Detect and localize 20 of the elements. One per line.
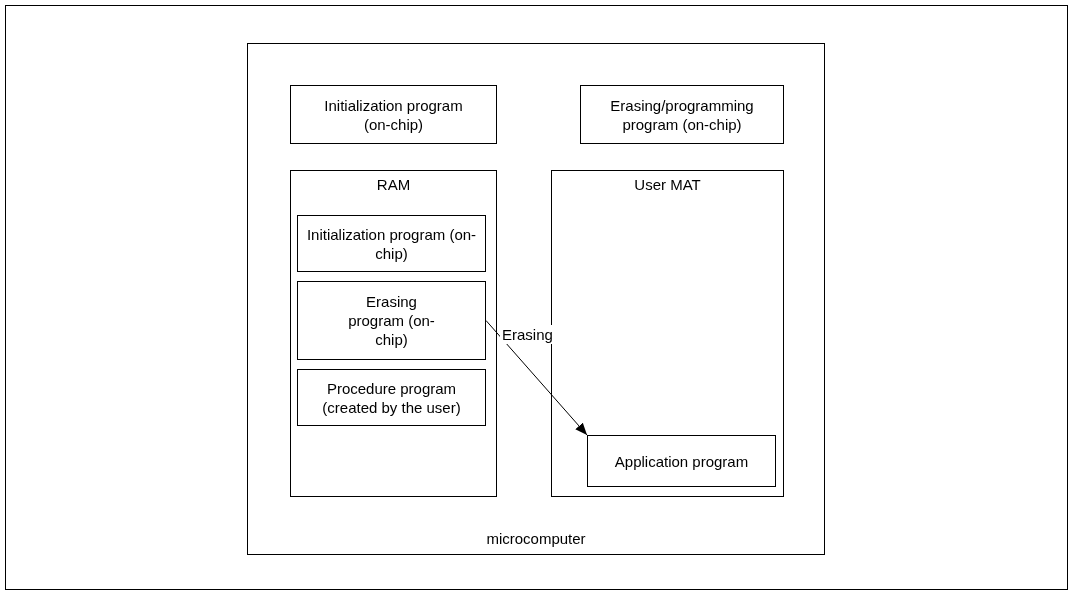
arrow: [485, 320, 588, 436]
block-box: [580, 85, 784, 144]
block-box: [297, 215, 486, 272]
block-box: [247, 43, 825, 555]
block-label: Initialization program (on-chip): [305, 224, 478, 263]
block-box: [551, 170, 784, 497]
block-label: RAM: [376, 175, 411, 194]
block-label: Application program: [614, 451, 749, 471]
block-box: [290, 170, 497, 497]
block-label: Erasing/programming program (on-chip): [609, 95, 755, 134]
block-label: Erasing program (on-chip): [347, 292, 436, 349]
block-label: Procedure program (created by the user): [321, 378, 462, 417]
block-box: [587, 435, 776, 487]
edge-label: Erasing: [500, 325, 555, 344]
block-box: [297, 281, 486, 360]
block-box: [290, 85, 497, 144]
block-label: Initialization program (on-chip): [323, 95, 464, 134]
block-label: microcomputer: [486, 529, 586, 548]
block-box: [297, 369, 486, 426]
block-label: User MAT: [634, 175, 701, 194]
